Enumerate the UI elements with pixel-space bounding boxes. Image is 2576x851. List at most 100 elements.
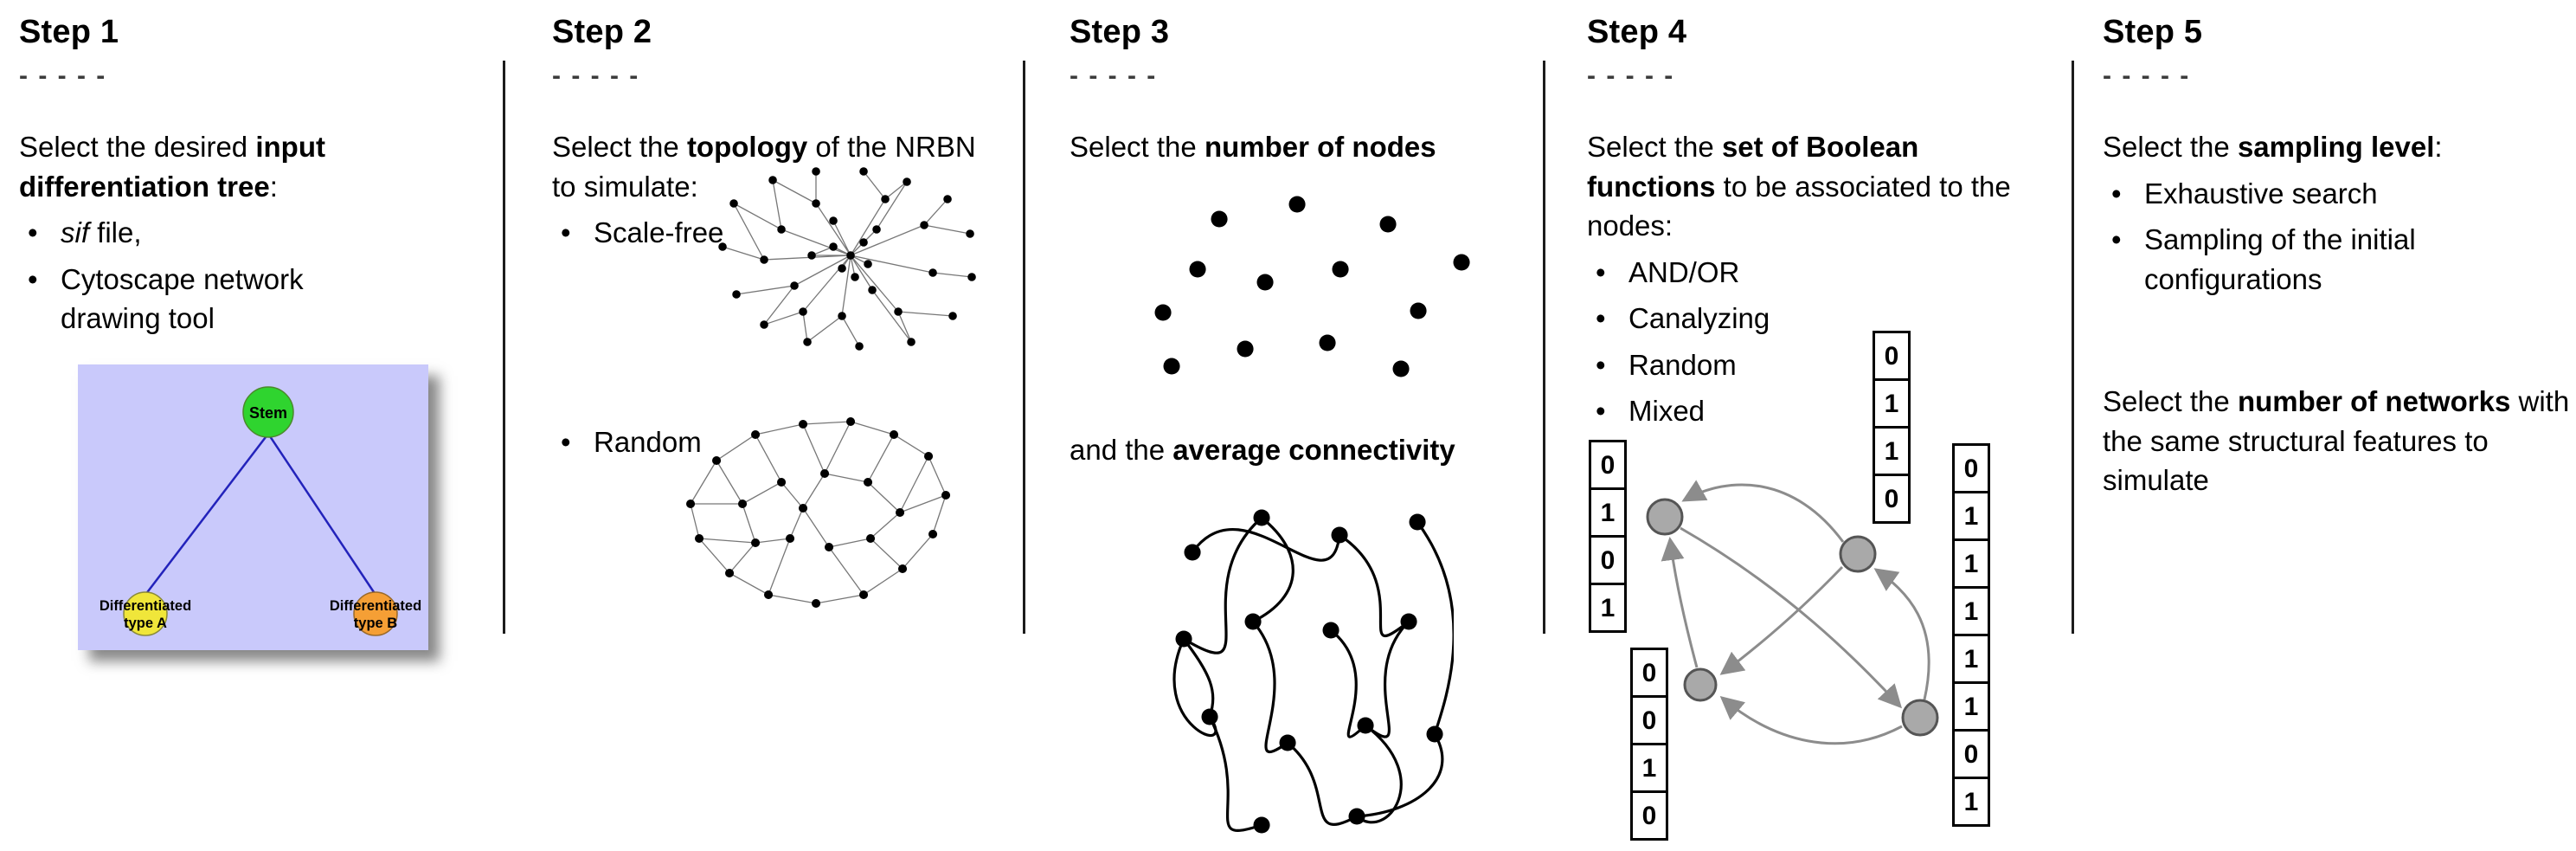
- exhaustive-search-bullet-label: Exhaustive search: [2144, 177, 2378, 210]
- step4-intro: Select the set of Boolean functions to b…: [1587, 131, 2011, 242]
- sampling-bullet: • Sampling of the initial configurations: [2103, 220, 2570, 299]
- bullet-marker: •: [561, 216, 571, 249]
- truth-table-cell: 0: [1630, 790, 1668, 841]
- and-or-bullet-label: AND/OR: [1628, 255, 1740, 288]
- random-bullet: • Random: [552, 422, 985, 462]
- truth-table-cell: 1: [1952, 777, 1990, 827]
- sif-file-bullet: • sif file,: [19, 213, 404, 253]
- connectivity-curves: [1172, 516, 1454, 833]
- step3-dashes: - - - - -: [1070, 61, 1158, 90]
- truth-table-cell: 0: [1952, 729, 1990, 779]
- truth-table-cell: 1: [1873, 426, 1911, 476]
- bullet-marker: •: [1596, 255, 1606, 288]
- differentiation-tree-figure: Stem Differentiated type A Differentiate…: [78, 364, 428, 650]
- arrow-curves: [1661, 480, 1930, 745]
- truth-table-bottom: 0 0 1 0: [1630, 648, 1668, 841]
- step5-column: Step 5 - - - - - Select the sampling lev…: [2103, 0, 2570, 851]
- type-b-label-line1: Differentiated: [330, 598, 421, 614]
- random-network-illustration: [686, 417, 951, 608]
- step2-title: Step 2: [552, 14, 652, 50]
- truth-table-cell: 1: [1873, 378, 1911, 429]
- connectivity-nodes: [1175, 509, 1443, 834]
- step5-dashes: - - - - -: [2103, 61, 2191, 90]
- type-a-label-line1: Differentiated: [100, 598, 191, 614]
- canalyzing-bullet-label: Canalyzing: [1628, 302, 1770, 335]
- step5-title: Step 5: [2103, 14, 2203, 50]
- scale-free-bullet: • Scale-free: [552, 213, 985, 253]
- type-b-node: [353, 590, 398, 636]
- truth-table-left: 0 1 0 1: [1589, 440, 1627, 633]
- truth-table-right: 0 1 1 1 1 1 0 1: [1952, 443, 1990, 827]
- cytoscape-bullet-label: Cytoscape network drawing tool: [61, 262, 304, 335]
- truth-table-cell: 1: [1952, 634, 1990, 684]
- tree-edge-right: [267, 432, 377, 596]
- step4-dashes: - - - - -: [1587, 61, 1675, 90]
- step1-dashes: - - - - -: [19, 61, 107, 90]
- bullet-marker: •: [28, 262, 38, 295]
- step1-intro: Select the desired input differentiation…: [19, 131, 325, 203]
- column-divider: [1023, 61, 1025, 634]
- truth-table-cell: 1: [1952, 538, 1990, 589]
- truth-table-cell: 0: [1952, 443, 1990, 493]
- truth-table-cell: 1: [1589, 583, 1627, 633]
- bullet-marker: •: [1596, 395, 1606, 428]
- bullet-marker: •: [561, 425, 571, 458]
- differentiation-tree-illustration: Stem Differentiated type A Differentiate…: [78, 364, 428, 650]
- boolean-network-illustration: [1646, 480, 1939, 745]
- connectivity-illustration: [1172, 509, 1454, 834]
- truth-table-cell: 1: [1952, 586, 1990, 636]
- step1-column: Step 1 - - - - - Select the desired inpu…: [19, 0, 428, 851]
- step3-line1: Select the number of nodes: [1070, 131, 1436, 163]
- step2-intro: Select the topology of the NRBN to simul…: [552, 131, 976, 203]
- step1-title: Step 1: [19, 14, 119, 50]
- truth-table-cell: 0: [1630, 648, 1668, 698]
- random-functions-bullet: • Random: [1587, 345, 2046, 385]
- sampling-bullet-label: Sampling of the initial configurations: [2144, 223, 2416, 295]
- bullet-marker: •: [2111, 223, 2122, 256]
- truth-table-cell: 0: [1630, 695, 1668, 745]
- stem-node-label: Stem: [249, 404, 287, 422]
- and-or-bullet: • AND/OR: [1587, 253, 2046, 293]
- truth-table-cell: 1: [1589, 487, 1627, 538]
- truth-table-cell: 0: [1589, 535, 1627, 585]
- type-a-node: [123, 590, 168, 636]
- mixed-bullet-label: Mixed: [1628, 395, 1706, 428]
- step4-title: Step 4: [1587, 14, 1687, 50]
- step4-column: Step 4 - - - - - Select the set of Boole…: [1587, 0, 2046, 851]
- node-dots: [1154, 196, 1470, 377]
- bullet-marker: •: [1596, 348, 1606, 381]
- column-divider: [2072, 61, 2074, 634]
- network-node: [1683, 667, 1718, 702]
- step5-line2: Select the number of networks with the s…: [2103, 385, 2570, 497]
- truth-table-cell: 1: [1630, 743, 1668, 793]
- column-divider: [1543, 61, 1545, 634]
- step2-dashes: - - - - -: [552, 61, 640, 90]
- random-functions-bullet-label: Random: [1628, 348, 1737, 381]
- truth-table-cell: 1: [1952, 681, 1990, 732]
- step3-title: Step 3: [1070, 14, 1170, 50]
- network-node: [1646, 498, 1684, 536]
- canalyzing-bullet: • Canalyzing: [1587, 299, 2046, 338]
- network-node: [1839, 535, 1877, 573]
- scale-free-bullet-label: Scale-free: [594, 216, 724, 249]
- truth-table-top: 0 1 1 0: [1873, 331, 1911, 524]
- network-node: [1901, 699, 1939, 737]
- boolean-network-figure: 0 1 1 0 0 1 0 1 0 1 1 1 1 1 0 1: [1587, 329, 2072, 851]
- stem-node: [242, 385, 294, 438]
- random-nodes: [686, 417, 951, 608]
- column-divider: [503, 61, 505, 634]
- truth-table-cell: 1: [1952, 491, 1990, 541]
- truth-table-cell: 0: [1873, 474, 1911, 524]
- step2-column: Step 2 - - - - - Select the topology of …: [552, 0, 985, 851]
- nodes-dots-illustration: [1154, 196, 1470, 377]
- random-bullet-label: Random: [594, 425, 702, 458]
- exhaustive-search-bullet: • Exhaustive search: [2103, 174, 2570, 214]
- step5-line1: Select the sampling level:: [2103, 131, 2443, 163]
- tree-edge-left: [145, 432, 269, 596]
- mixed-bullet: • Mixed: [1587, 391, 2046, 431]
- sif-file-bullet-label: sif file,: [61, 216, 142, 249]
- cytoscape-bullet: • Cytoscape network drawing tool: [19, 260, 404, 338]
- bullet-marker: •: [28, 216, 38, 249]
- scale-free-network-illustration: [718, 167, 976, 351]
